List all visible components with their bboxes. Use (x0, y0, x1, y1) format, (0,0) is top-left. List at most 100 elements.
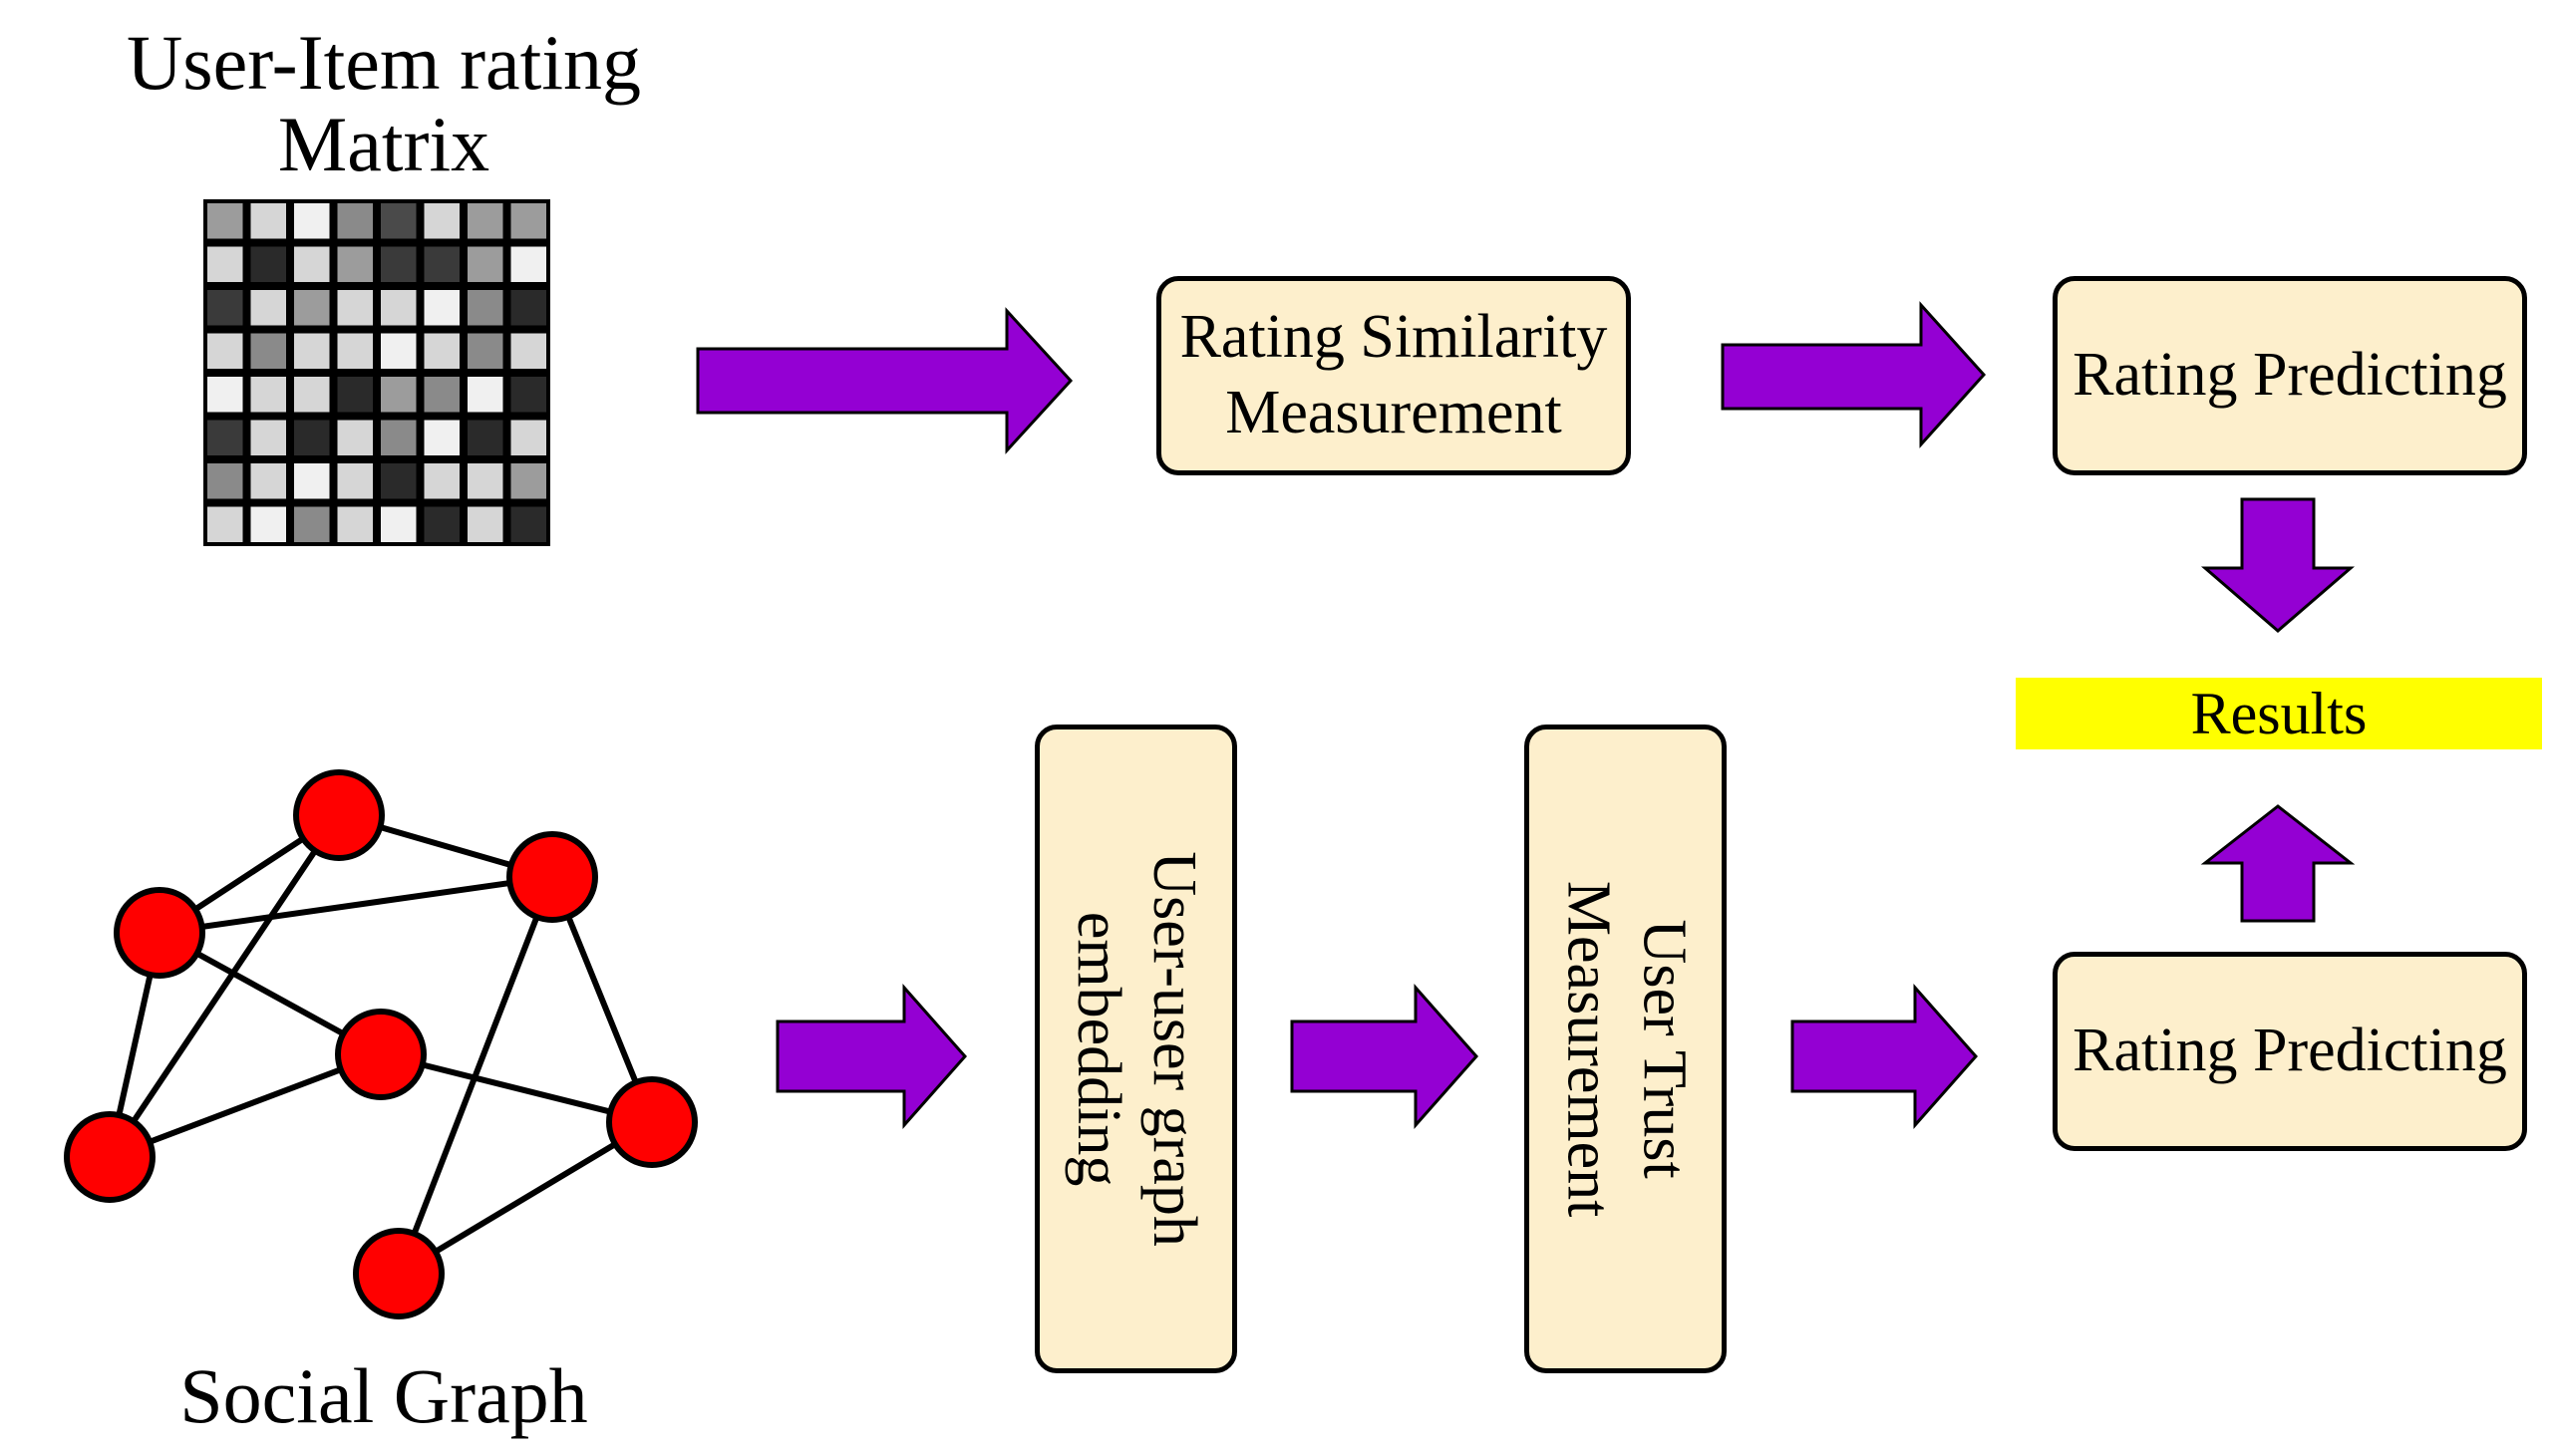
matrix-cell (510, 506, 546, 542)
matrix-cell (468, 203, 503, 239)
matrix-cell (510, 333, 546, 369)
matrix-cell (337, 463, 373, 499)
user-trust-line-2: Measurement (1554, 880, 1623, 1218)
rating-matrix (203, 199, 550, 546)
matrix-title-line-1: User-Item rating (126, 19, 642, 106)
rating-predicting-top-label: Rating Predicting (2073, 341, 2507, 410)
social-graph-nodes (64, 769, 698, 1319)
user-trust-box: User Trust Measurement (1524, 725, 1727, 1373)
matrix-cell (250, 420, 286, 455)
matrix-cell (381, 420, 417, 455)
matrix-cell (424, 203, 460, 239)
matrix-cell (424, 420, 460, 455)
matrix-cell (510, 420, 546, 455)
matrix-cell (381, 246, 417, 282)
graph-node (353, 1228, 445, 1319)
matrix-cell (424, 246, 460, 282)
matrix-cell (424, 290, 460, 326)
matrix-cell (510, 246, 546, 282)
matrix-cell (337, 377, 373, 413)
graph-edge (107, 813, 342, 1159)
flow-arrows (696, 301, 2356, 1129)
matrix-cell (207, 420, 243, 455)
matrix-cell (424, 333, 460, 369)
matrix-cell (250, 463, 286, 499)
matrix-cell (250, 203, 286, 239)
arrow-up-icon (2200, 804, 2356, 923)
matrix-cell (510, 203, 546, 239)
matrix-cell (381, 463, 417, 499)
matrix-cell (468, 377, 503, 413)
matrix-cell (294, 246, 330, 282)
graph-edge (380, 1051, 653, 1125)
matrix-cell (207, 246, 243, 282)
arrow-right-icon (776, 984, 968, 1129)
matrix-cell (468, 463, 503, 499)
graph-edge (159, 874, 553, 936)
matrix-cell (250, 333, 286, 369)
graph-node (606, 1076, 698, 1168)
matrix-cell (294, 377, 330, 413)
matrix-cell (337, 506, 373, 542)
matrix-cell (294, 463, 330, 499)
graph-node (114, 887, 205, 979)
matrix-cell (381, 506, 417, 542)
graph-embedding-line-1: User-user graph (1140, 851, 1209, 1247)
matrix-cell (337, 290, 373, 326)
graph-edge (397, 1119, 654, 1277)
matrix-cell (207, 377, 243, 413)
social-graph-title: Social Graph (179, 1352, 588, 1439)
results-banner: Results (2016, 678, 2542, 749)
matrix-cell (468, 506, 503, 542)
matrix-cell (424, 377, 460, 413)
matrix-cell (207, 506, 243, 542)
arrow-right-icon (1290, 984, 1479, 1129)
matrix-cell (207, 463, 243, 499)
arrow-down-icon (2200, 497, 2356, 633)
matrix-cell (381, 377, 417, 413)
matrix-cell (294, 203, 330, 239)
matrix-cell (424, 506, 460, 542)
matrix-cell (337, 333, 373, 369)
matrix-cell (337, 420, 373, 455)
matrix-cell (250, 290, 286, 326)
user-trust-line-1: User Trust (1630, 919, 1699, 1179)
matrix-cell (381, 333, 417, 369)
graph-node (335, 1009, 427, 1100)
matrix-cell (250, 246, 286, 282)
matrix-cell (294, 506, 330, 542)
matrix-cell (250, 377, 286, 413)
arrow-right-icon (1721, 301, 1987, 448)
arrow-right-icon (696, 307, 1074, 454)
matrix-cell (510, 463, 546, 499)
matrix-cell (337, 203, 373, 239)
matrix-cell (294, 333, 330, 369)
matrix-cell (294, 290, 330, 326)
matrix-title-line-2: Matrix (277, 100, 490, 187)
graph-node (64, 1111, 156, 1203)
matrix-cell (381, 203, 417, 239)
rating-similarity-line-2: Measurement (1225, 379, 1562, 446)
results-label: Results (2190, 680, 2368, 746)
graph-embedding-line-2: embedding (1065, 911, 1133, 1187)
matrix-cell (250, 506, 286, 542)
matrix-cell (468, 333, 503, 369)
rating-predicting-bottom-label: Rating Predicting (2073, 1017, 2507, 1085)
graph-node (293, 769, 385, 861)
matrix-cell (337, 246, 373, 282)
matrix-cell (207, 290, 243, 326)
matrix-title: User-Item rating Matrix (60, 22, 708, 185)
arrow-right-icon (1790, 984, 1979, 1129)
graph-edge (396, 875, 555, 1276)
matrix-cell (510, 290, 546, 326)
rating-similarity-box: Rating Similarity Measurement (1156, 276, 1631, 475)
rating-predicting-top-box: Rating Predicting (2053, 276, 2527, 475)
matrix-cell (510, 377, 546, 413)
matrix-cell (207, 203, 243, 239)
matrix-cell (424, 463, 460, 499)
rating-similarity-line-1: Rating Similarity (1179, 303, 1608, 372)
matrix-cell (468, 290, 503, 326)
matrix-cell (468, 420, 503, 455)
graph-embedding-box: User-user graph embedding (1035, 725, 1237, 1373)
